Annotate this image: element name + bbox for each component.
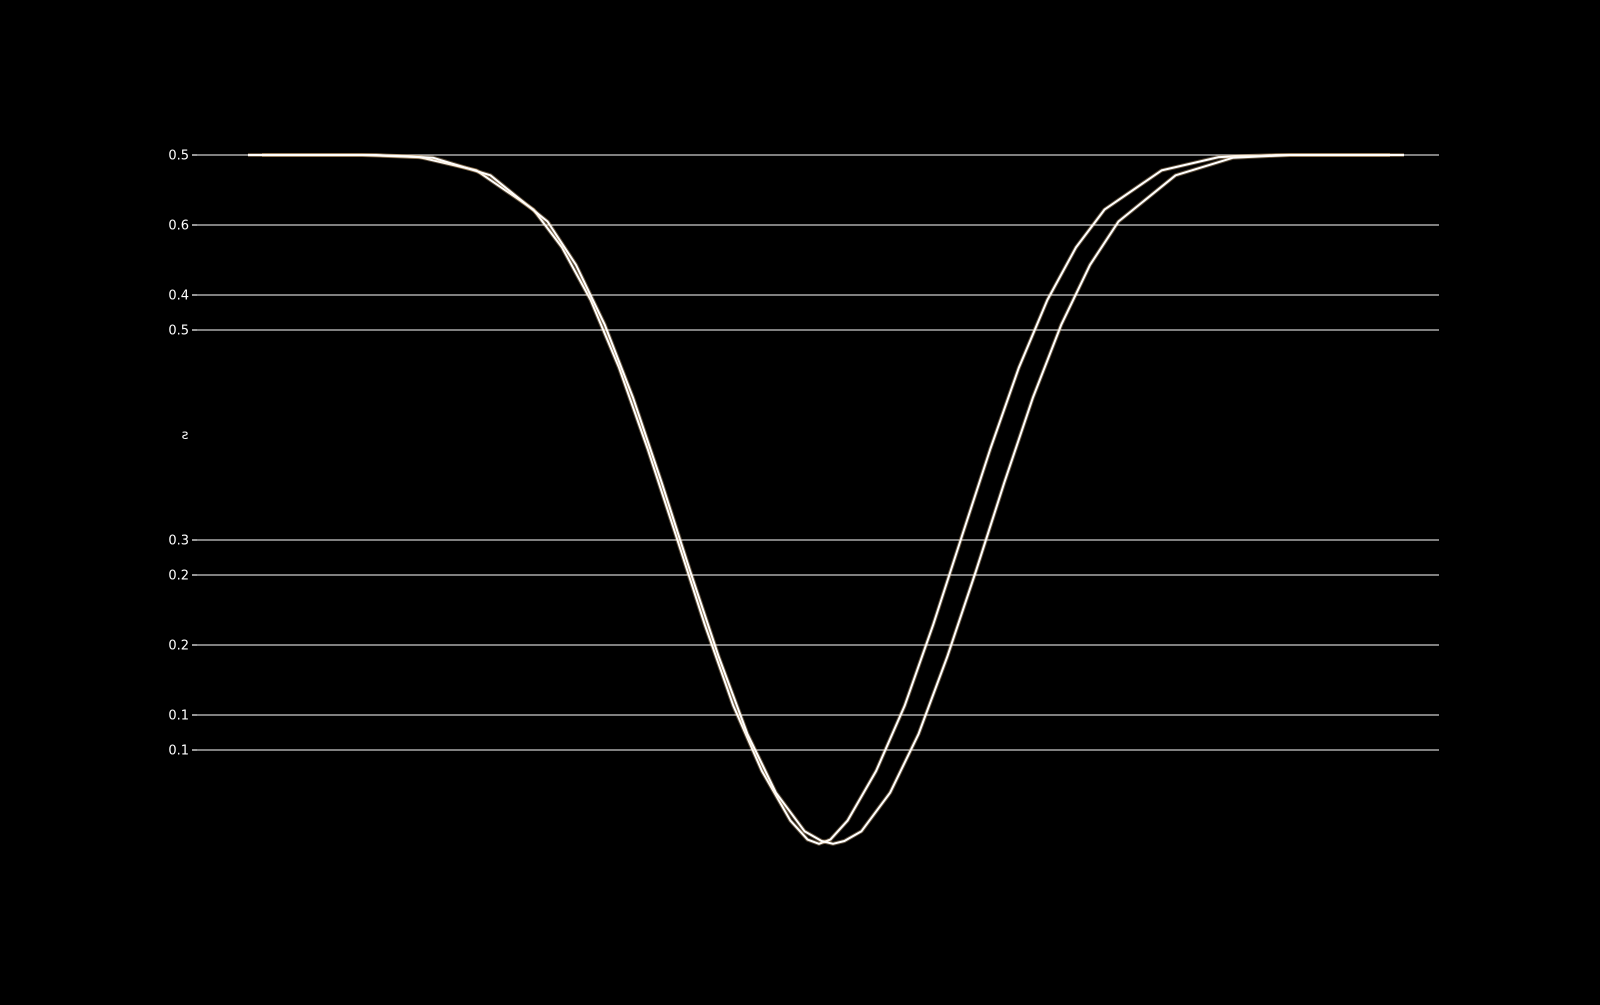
- y-tick-label-2: 0.4: [168, 289, 189, 304]
- y-tick-label-8: 0.1: [168, 744, 189, 759]
- series-layer: [248, 153, 1404, 846]
- y-tick-label-3: 0.5: [168, 324, 189, 339]
- y-tick-label-4: 0.3: [168, 534, 189, 549]
- x-gridlines: [369, 153, 1283, 752]
- series-1-line: [262, 154, 1404, 845]
- y-tick-label-1: 0.6: [168, 219, 189, 234]
- series-1-glow: [262, 153, 1404, 846]
- y-tick-label-7: 0.1: [168, 709, 189, 724]
- y-tick-label-0: 0.5: [168, 149, 189, 164]
- y-gridlines: [192, 154, 1439, 751]
- series-1: [262, 153, 1404, 846]
- y-tick-labels: 0.5 0.6 0.4 0.5 0.3 0.2 0.2 0.1 0.1 ƨ: [168, 149, 189, 759]
- series-0-glow: [248, 153, 1390, 846]
- y-tick-label-5: 0.2: [168, 569, 189, 584]
- y-tick-label-6: 0.2: [168, 639, 189, 654]
- series-0-line: [248, 154, 1390, 845]
- series-0: [248, 153, 1390, 846]
- y-axis-stray-label: ƨ: [182, 428, 189, 443]
